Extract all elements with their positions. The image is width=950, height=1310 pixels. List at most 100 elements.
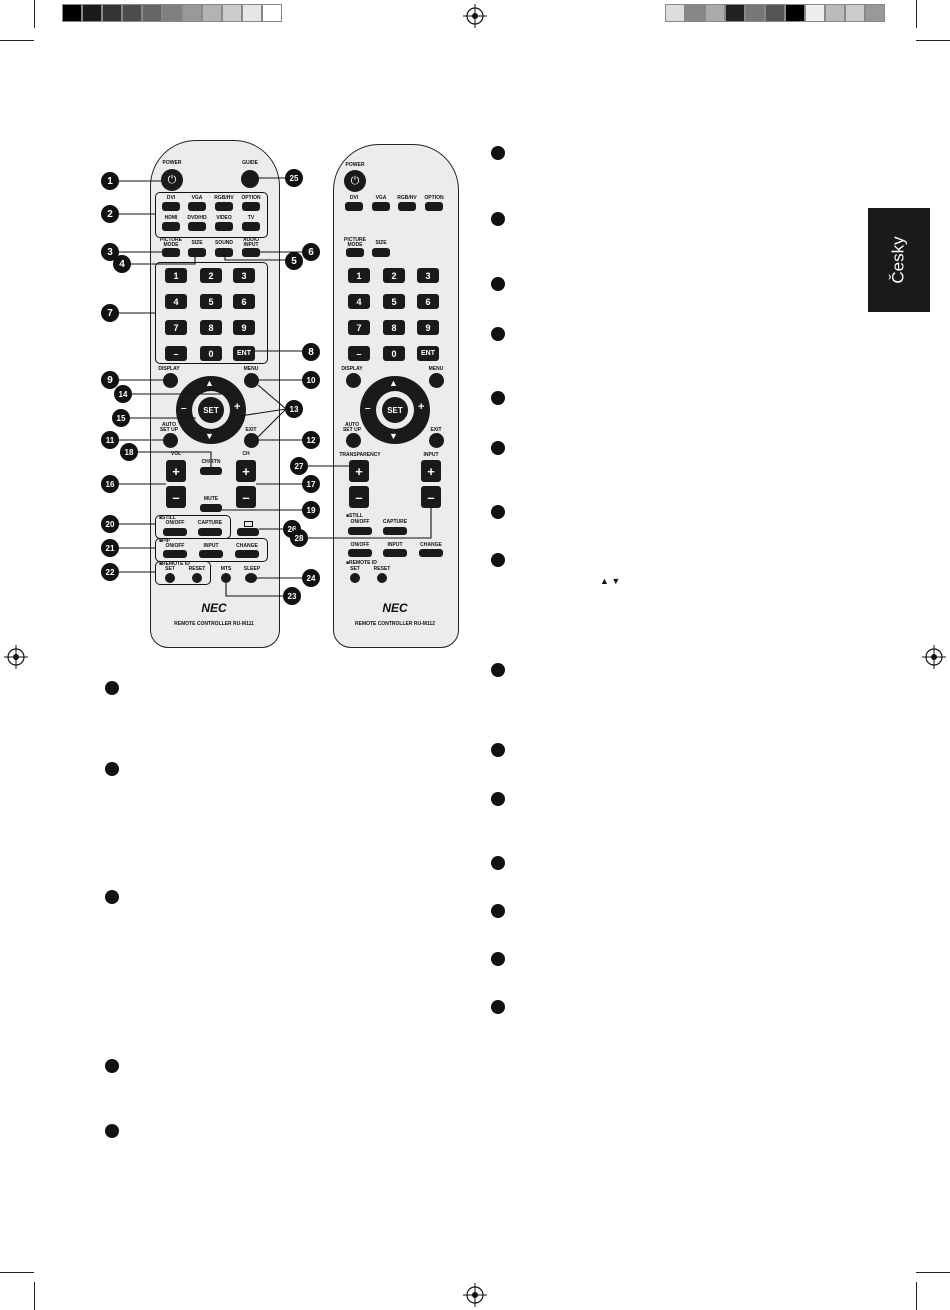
r2-minus-arrow-icon[interactable]: –	[365, 403, 371, 414]
r2-rgbhv-button[interactable]	[398, 202, 416, 211]
r2-remote-id-set-button[interactable]	[350, 573, 360, 583]
digit-8-button[interactable]: 8	[200, 320, 222, 335]
picture-mode-button[interactable]	[162, 248, 180, 257]
r2-input-up-button[interactable]: +	[421, 460, 441, 482]
audio-input-button[interactable]	[242, 248, 260, 257]
digit-5-button[interactable]: 5	[200, 294, 222, 309]
r2-input-down-button[interactable]: –	[421, 486, 441, 508]
ch-rtn-button[interactable]	[200, 467, 222, 475]
size-button[interactable]	[188, 248, 206, 257]
r2-set-button[interactable]: SET	[382, 397, 408, 423]
r2-still-onoff-button[interactable]	[348, 527, 372, 535]
option-button[interactable]	[242, 202, 260, 211]
capture-button[interactable]	[198, 528, 222, 536]
r2-remote-model-label: REMOTE CONTROLLER RU-M112	[354, 621, 436, 627]
mts-label: MTS	[220, 566, 232, 572]
callout-21: 21	[101, 539, 119, 557]
r2-plus-arrow-icon[interactable]: +	[418, 401, 425, 413]
pip-change-button[interactable]	[235, 550, 259, 558]
r2-option-button[interactable]	[425, 202, 443, 211]
r2-digit-7-button[interactable]: 7	[348, 320, 370, 335]
r2-digit-0-button[interactable]: 0	[383, 346, 405, 361]
sound-button[interactable]	[215, 248, 233, 257]
mts-button[interactable]	[221, 573, 231, 583]
pip-input-button[interactable]	[199, 550, 223, 558]
power-button[interactable]: ⏻	[161, 169, 183, 191]
menu-button[interactable]	[244, 373, 259, 388]
r2-ent-button[interactable]: ENT	[417, 346, 439, 361]
r2-minus-button[interactable]: –	[348, 346, 370, 361]
digit-6-button[interactable]: 6	[233, 294, 255, 309]
transparency-down-button[interactable]: –	[349, 486, 369, 508]
vol-up-button[interactable]: +	[166, 460, 186, 482]
r2-down-arrow-icon[interactable]: ▼	[389, 431, 398, 441]
ch-down-button[interactable]: –	[236, 486, 256, 508]
teletext-button[interactable]	[237, 528, 259, 536]
display-button[interactable]	[163, 373, 178, 388]
r2-auto-setup-button[interactable]	[346, 433, 361, 448]
r2-digit-6-button[interactable]: 6	[417, 294, 439, 309]
up-arrow-icon[interactable]: ▲	[205, 378, 214, 388]
list-bullet	[491, 391, 505, 405]
display-label: DISPLAY	[158, 366, 180, 372]
transparency-label: TRANSPARENCY	[339, 452, 381, 458]
r2-digit-8-button[interactable]: 8	[383, 320, 405, 335]
r2-picture-mode-button[interactable]	[346, 248, 364, 257]
r2-digit-2-button[interactable]: 2	[383, 268, 405, 283]
r2-pip-onoff-button[interactable]	[348, 549, 372, 557]
r2-display-button[interactable]	[346, 373, 361, 388]
minus-arrow-icon[interactable]: –	[181, 403, 187, 414]
r2-digit-1-button[interactable]: 1	[348, 268, 370, 283]
vga-button[interactable]	[188, 202, 206, 211]
r2-capture-button[interactable]	[383, 527, 407, 535]
ent-button[interactable]: ENT	[233, 346, 255, 361]
r2-size-button[interactable]	[372, 248, 390, 257]
sleep-button[interactable]	[245, 573, 257, 583]
list-bullet	[105, 681, 119, 695]
remote-id-set-label: SET	[165, 566, 175, 572]
digit-4-button[interactable]: 4	[165, 294, 187, 309]
video-button[interactable]	[215, 222, 233, 231]
language-tab: Česky	[868, 208, 930, 312]
digit-2-button[interactable]: 2	[200, 268, 222, 283]
r2-dvi-button[interactable]	[345, 202, 363, 211]
rgbhv-button[interactable]	[215, 202, 233, 211]
r2-vga-button[interactable]	[372, 202, 390, 211]
r2-power-button[interactable]: ⏻	[344, 170, 366, 192]
r2-menu-button[interactable]	[429, 373, 444, 388]
remote-id-reset-button[interactable]	[192, 573, 202, 583]
remote-id-set-button[interactable]	[165, 573, 175, 583]
digit-7-button[interactable]: 7	[165, 320, 187, 335]
still-onoff-button[interactable]	[163, 528, 187, 536]
exit-button[interactable]	[244, 433, 259, 448]
digit-9-button[interactable]: 9	[233, 320, 255, 335]
r2-digit-3-button[interactable]: 3	[417, 268, 439, 283]
r2-up-arrow-icon[interactable]: ▲	[389, 378, 398, 388]
digit-1-button[interactable]: 1	[165, 268, 187, 283]
r2-pip-input-button[interactable]	[383, 549, 407, 557]
minus-button[interactable]: –	[165, 346, 187, 361]
digit-3-button[interactable]: 3	[233, 268, 255, 283]
auto-setup-button[interactable]	[163, 433, 178, 448]
down-arrow-icon[interactable]: ▼	[205, 431, 214, 441]
plus-arrow-icon[interactable]: +	[234, 401, 241, 413]
guide-button[interactable]	[241, 170, 259, 188]
r2-digit-5-button[interactable]: 5	[383, 294, 405, 309]
hdmi-button[interactable]	[162, 222, 180, 231]
option-label: OPTION	[241, 195, 261, 201]
dvdhd-button[interactable]	[188, 222, 206, 231]
r2-digit-4-button[interactable]: 4	[348, 294, 370, 309]
tv-button[interactable]	[242, 222, 260, 231]
pip-onoff-button[interactable]	[163, 550, 187, 558]
ch-up-button[interactable]: +	[236, 460, 256, 482]
r2-pip-change-button[interactable]	[419, 549, 443, 557]
r2-digit-9-button[interactable]: 9	[417, 320, 439, 335]
callout-17: 17	[302, 475, 320, 493]
r2-exit-button[interactable]	[429, 433, 444, 448]
mute-button[interactable]	[200, 504, 222, 512]
r2-remote-id-reset-button[interactable]	[377, 573, 387, 583]
digit-0-button[interactable]: 0	[200, 346, 222, 361]
vol-down-button[interactable]: –	[166, 486, 186, 508]
dvi-button[interactable]	[162, 202, 180, 211]
set-button[interactable]: SET	[198, 397, 224, 423]
